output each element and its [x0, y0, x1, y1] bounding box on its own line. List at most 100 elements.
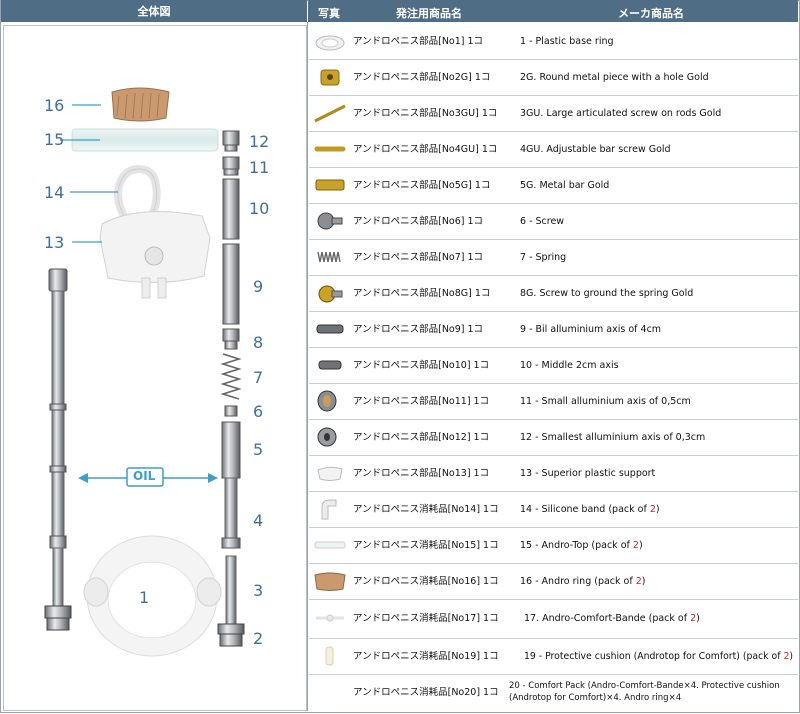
- list-item[interactable]: アンドロペニス部品[No9] 1コ 9 - Bil alluminium axi…: [309, 312, 798, 348]
- order-name: アンドロペニス部品[No9] 1コ: [353, 324, 484, 335]
- pack-quantity: 2: [649, 504, 656, 515]
- maker-name: 9 - Bil alluminium axis of 4cm: [520, 324, 662, 335]
- oil-indicator: [78, 467, 218, 487]
- exploded-diagram: 16 15 12 11 14 10 13 9 8 7 6 5 4 3 2 1 O…: [3, 25, 307, 711]
- part-6-thumbnail: [317, 212, 343, 230]
- callout-7: 7: [253, 368, 264, 387]
- order-name: アンドロペニス消耗品[No14] 1コ: [353, 504, 499, 515]
- part-4-thumbnail: [314, 146, 346, 152]
- maker-name: 12 - Smallest alluminium axis of 0,3cm: [520, 432, 706, 443]
- order-name: アンドロペニス消耗品[No20] 1コ: [353, 687, 499, 698]
- maker-text: 15 - Andro-Top (pack of: [520, 540, 633, 551]
- order-name: アンドロペニス部品[No4GU] 1コ: [353, 144, 498, 155]
- callout-10: 10: [249, 199, 270, 218]
- list-item[interactable]: アンドロペニス部品[No1] 1コ 1 - Plastic base ring: [309, 24, 798, 60]
- maker-name: 3GU. Large articulated screw on rods Gol…: [520, 108, 722, 119]
- order-name: アンドロペニス部品[No6] 1コ: [353, 216, 484, 227]
- part-right-rod-assembly: [217, 130, 245, 647]
- pack-quantity: 2: [783, 651, 790, 662]
- part-14-thumbnail: [321, 499, 337, 520]
- part-10-thumbnail: [318, 360, 342, 370]
- list-item[interactable]: アンドロペニス部品[No11] 1コ 11 - Small alluminium…: [309, 384, 798, 420]
- part-13-thumbnail: [317, 466, 343, 481]
- callout-1: 1: [139, 588, 150, 607]
- list-item[interactable]: アンドロペニス部品[No4GU] 1コ 4GU. Adjustable bar …: [309, 132, 798, 168]
- maker-name: 5G. Metal bar Gold: [520, 180, 610, 191]
- part-11-thumbnail: [317, 390, 337, 412]
- list-item[interactable]: アンドロペニス消耗品[No19] 1コ 19 - Protective cush…: [309, 639, 798, 675]
- callout-2: 2: [253, 629, 264, 648]
- list-item[interactable]: アンドロペニス部品[No6] 1コ 6 - Screw: [309, 204, 798, 240]
- callout-3: 3: [253, 581, 264, 600]
- callout-15: 15: [44, 130, 65, 149]
- maker-name: 17. Andro-Comfort-Bande (pack of 2): [524, 600, 700, 638]
- oil-label: OIL: [133, 469, 156, 483]
- part-12-thumbnail: [317, 427, 337, 447]
- order-name: アンドロペニス消耗品[No16] 1コ: [353, 576, 499, 587]
- maker-name: 11 - Small alluminium axis of 0,5cm: [520, 396, 691, 407]
- maker-name: 7 - Spring: [520, 252, 567, 263]
- part-16-andro-ring: [72, 87, 170, 122]
- list-item[interactable]: アンドロペニス部品[No10] 1コ 10 - Middle 2cm axis: [309, 348, 798, 384]
- part-16-thumbnail: [314, 572, 346, 591]
- callout-11: 11: [249, 158, 270, 177]
- callout-4: 4: [253, 511, 264, 530]
- part-2-thumbnail: [320, 69, 340, 86]
- header-overview-label: 全体図: [137, 5, 171, 18]
- part-17-thumbnail: [316, 614, 344, 622]
- order-name: アンドロペニス部品[No12] 1コ: [353, 432, 490, 443]
- list-item[interactable]: アンドロペニス消耗品[No15] 1コ 15 - Andro-Top (pack…: [309, 528, 798, 564]
- part-9-thumbnail: [316, 324, 344, 334]
- part-1-base-ring: [83, 535, 222, 657]
- maker-text-end: ): [789, 651, 793, 662]
- order-name: アンドロペニス消耗品[No15] 1コ: [353, 540, 499, 551]
- part-8-thumbnail: [318, 285, 343, 303]
- part-13-plastic-support: [72, 211, 211, 299]
- column-divider: [307, 22, 308, 711]
- list-item[interactable]: アンドロペニス部品[No5G] 1コ 5G. Metal bar Gold: [309, 168, 798, 204]
- order-name: アンドロペニス部品[No1] 1コ: [353, 36, 484, 47]
- pack-quantity: 2: [632, 540, 639, 551]
- maker-text: 16 - Andro ring (pack of: [520, 576, 636, 587]
- maker-name: 8G. Screw to ground the spring Gold: [520, 288, 694, 299]
- callout-13: 13: [44, 233, 65, 252]
- maker-name: 15 - Andro-Top (pack of 2): [520, 528, 643, 563]
- part-19-thumbnail: [325, 646, 334, 666]
- order-name: アンドロペニス消耗品[No17] 1コ: [353, 613, 499, 624]
- maker-text-end: ): [641, 576, 646, 587]
- list-item[interactable]: アンドロペニス消耗品[No14] 1コ 14 - Silicone band (…: [309, 492, 798, 528]
- maker-name: 16 - Andro ring (pack of 2): [520, 564, 646, 599]
- callout-5: 5: [253, 440, 264, 459]
- order-name: アンドロペニス部品[No5G] 1コ: [353, 180, 491, 191]
- header-order-name-label: 発注用商品名: [396, 7, 462, 20]
- maker-name: 20 - Comfort Pack (Andro-Comfort-Bande×4…: [509, 681, 780, 703]
- maker-name: 4GU. Adjustable bar screw Gold: [520, 144, 671, 155]
- order-name: アンドロペニス部品[No3GU] 1コ: [353, 108, 498, 119]
- list-item[interactable]: アンドロペニス消耗品[No16] 1コ 16 - Andro ring (pac…: [309, 564, 798, 600]
- list-item[interactable]: アンドロペニス部品[No12] 1コ 12 - Smallest allumin…: [309, 420, 798, 456]
- callout-14: 14: [44, 183, 65, 202]
- list-item[interactable]: アンドロペニス部品[No3GU] 1コ 3GU. Large articulat…: [309, 96, 798, 132]
- maker-text-end: ): [696, 613, 700, 624]
- order-name: アンドロペニス部品[No7] 1コ: [353, 252, 484, 263]
- callout-12: 12: [249, 132, 270, 151]
- maker-name: 19 - Protective cushion (Androtop for Co…: [524, 639, 793, 674]
- part-14-silicone-band: [70, 164, 161, 234]
- order-name: アンドロペニス部品[No13] 1コ: [353, 468, 490, 479]
- order-name: アンドロペニス消耗品[No19] 1コ: [353, 651, 499, 662]
- list-item[interactable]: アンドロペニス部品[No8G] 1コ 8G. Screw to ground t…: [309, 276, 798, 312]
- list-item[interactable]: アンドロペニス消耗品[No20] 1コ 20 - Comfort Pack (A…: [309, 675, 798, 710]
- list-item[interactable]: アンドロペニス消耗品[No17] 1コ 17. Andro-Comfort-Ba…: [309, 600, 798, 639]
- order-name: アンドロペニス部品[No11] 1コ: [353, 396, 490, 407]
- part-left-rod-assembly: [44, 268, 72, 631]
- maker-name: 2G. Round metal piece with a hole Gold: [520, 72, 709, 83]
- maker-name: 14 - Silicone band (pack of 2): [520, 492, 660, 527]
- order-name: アンドロペニス部品[No2G] 1コ: [353, 72, 491, 83]
- list-item[interactable]: アンドロペニス部品[No2G] 1コ 2G. Round metal piece…: [309, 60, 798, 96]
- list-item[interactable]: アンドロペニス部品[No13] 1コ 13 - Superior plastic…: [309, 456, 798, 492]
- maker-name: 1 - Plastic base ring: [520, 36, 614, 47]
- part-7-thumbnail: [317, 251, 341, 263]
- list-item[interactable]: アンドロペニス部品[No7] 1コ 7 - Spring: [309, 240, 798, 276]
- diagram-drawing: [44, 87, 245, 657]
- order-name: アンドロペニス部品[No10] 1コ: [353, 360, 490, 371]
